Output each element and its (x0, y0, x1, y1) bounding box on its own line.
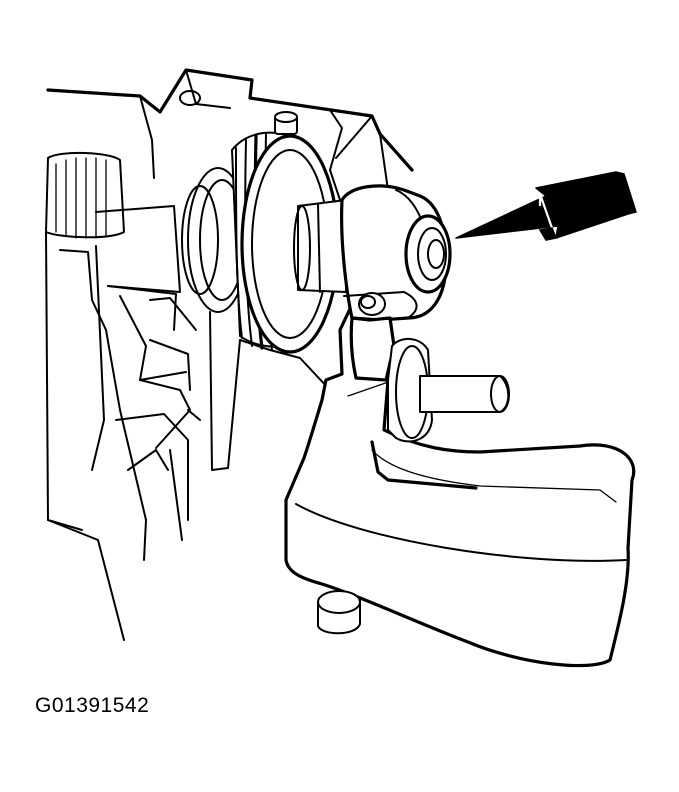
bushing (404, 214, 452, 294)
pointer-arrow-icon (455, 171, 637, 241)
engine-housing (45, 68, 414, 641)
figure-code: G01391542 (35, 694, 150, 717)
mount-bracket (284, 184, 636, 668)
pulley (181, 111, 347, 354)
